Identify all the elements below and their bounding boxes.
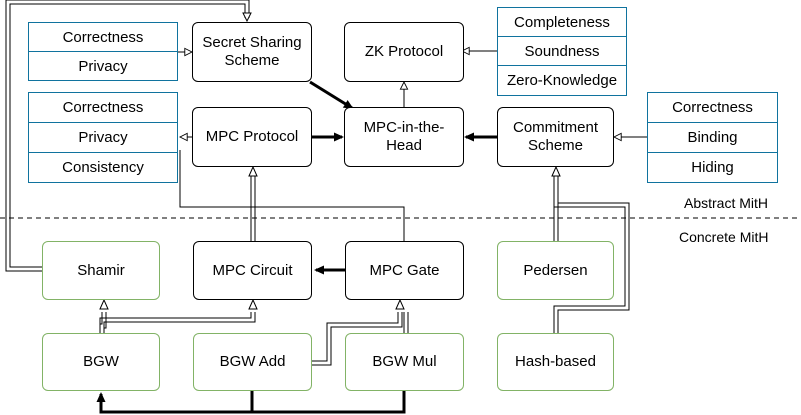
edge-hash-to-commitment [553, 202, 630, 334]
edge-pedersen-to-commitment [551, 165, 561, 242]
ss-prop-privacy: Privacy [28, 51, 178, 81]
bgw-add-box[interactable]: BGW Add [193, 333, 312, 391]
edge-circuit-to-mpc-protocol [248, 165, 258, 242]
mpc-prop-privacy: Privacy [28, 122, 178, 153]
edge-bgw-to-circuit [99, 298, 258, 334]
zk-prop-completeness: Completeness [497, 7, 627, 37]
commit-prop-binding: Binding [647, 122, 778, 153]
mpc-circuit-box[interactable]: MPC Circuit [193, 241, 312, 300]
hash-based-box[interactable]: Hash-based [497, 333, 614, 391]
bgw-box[interactable]: BGW [42, 333, 160, 391]
edge-shamir-to-secret-sharing [5, 0, 252, 272]
mpc-in-the-head-box[interactable]: MPC-in-the- Head [344, 107, 464, 167]
edge-bgw-add-to-gate [312, 298, 405, 366]
zk-prop-soundness: Soundness [497, 36, 627, 66]
zk-protocol-box[interactable]: ZK Protocol [344, 22, 464, 82]
mpc-prop-consistency: Consistency [28, 152, 178, 183]
concrete-mith-label: Concrete MitH [679, 229, 769, 245]
shamir-box[interactable]: Shamir [42, 241, 160, 300]
commit-prop-hiding: Hiding [647, 152, 778, 183]
mpc-gate-box[interactable]: MPC Gate [345, 241, 464, 300]
ss-prop-correctness: Correctness [28, 22, 178, 52]
mpc-protocol-box[interactable]: MPC Protocol [192, 107, 312, 167]
edge-bgw-mul-to-gate [403, 312, 409, 334]
commit-prop-correctness: Correctness [647, 92, 778, 123]
pedersen-box[interactable]: Pedersen [497, 241, 614, 300]
edge-ss-to-mith [309, 80, 354, 110]
mpc-prop-correctness: Correctness [28, 92, 178, 123]
edge-gate-to-mpc-protocol [179, 150, 405, 242]
zk-prop-zero-knowledge: Zero-Knowledge [497, 65, 627, 96]
abstract-mith-label: Abstract MitH [684, 195, 769, 211]
bgw-mul-box[interactable]: BGW Mul [345, 333, 464, 391]
secret-sharing-scheme-box[interactable]: Secret Sharing Scheme [192, 22, 312, 82]
commitment-scheme-box[interactable]: Commitment Scheme [497, 107, 614, 167]
